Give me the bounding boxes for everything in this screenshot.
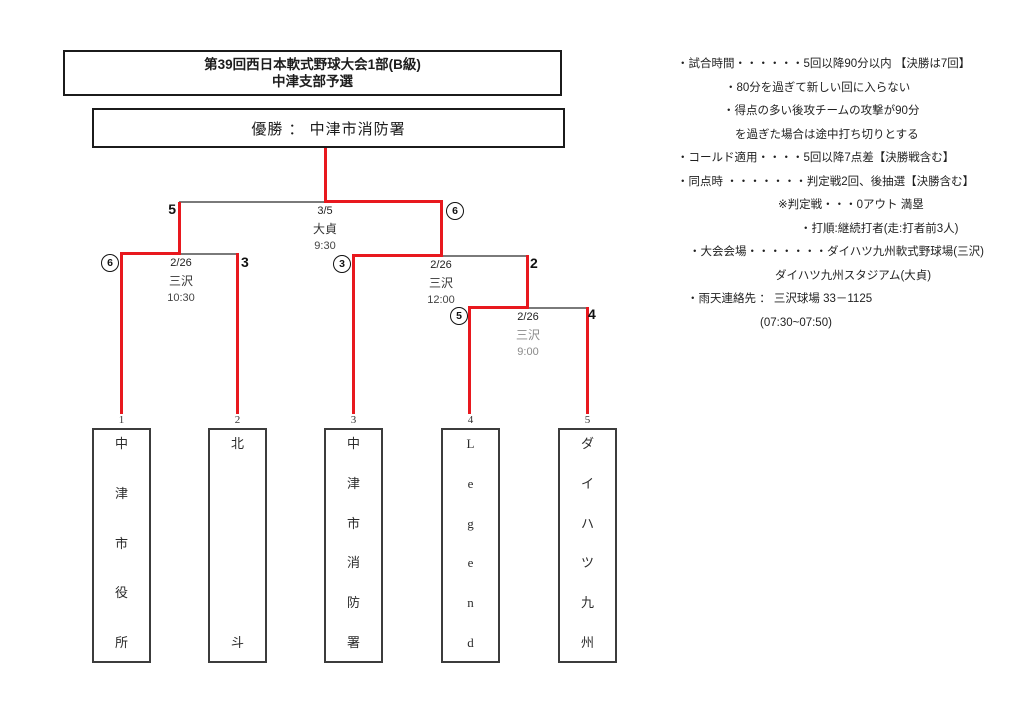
team2-line (236, 253, 239, 414)
note-game-time: ・試合時間・・・・・・5回以降90分以内 【決勝は7回】 (677, 58, 971, 70)
team-name-char: g (467, 515, 474, 531)
semifinal-left-horizontal-winner (120, 252, 181, 255)
team-5-name-box: ダイハツ九州 (558, 428, 617, 663)
team-name-char: 中 (114, 436, 128, 451)
team-name-char: 役 (114, 585, 128, 601)
team5-line (586, 307, 589, 414)
champion-text: 優勝 ： 中津市消防署 (251, 120, 406, 138)
final-right-drop-line (440, 202, 443, 257)
final-venue: 大貞 (312, 222, 337, 236)
team-name-char: 市 (346, 515, 360, 531)
tournament-title-line2: 中津支部予選 (272, 74, 353, 89)
note-venue: ・大会会場・・・・・・・ダイハツ九州軟式野球場(三沢) (689, 246, 984, 258)
round1-horizontal-loser (529, 307, 589, 309)
team-box-5: 5 ダイハツ九州 (558, 414, 617, 663)
semifinal-left-date: 2/26 (170, 257, 192, 269)
team-name-char: イ (580, 475, 594, 491)
rules-notes-panel: ・試合時間・・・・・・5回以降90分以内 【決勝は7回】 ・80分を過ぎて新しい… (677, 53, 1022, 335)
team-2-name-box: 北斗 (208, 428, 267, 663)
note-game-time-sub1: ・80分を過ぎて新しい回に入らない (725, 81, 911, 94)
round1-date: 2/26 (517, 311, 539, 323)
note-game-time-sub2: ・得点の多い後攻チームの攻撃が90分 (723, 105, 920, 117)
final-date: 3/5 (317, 205, 333, 217)
final-match-label: 3/5 大貞 9:30 (280, 206, 370, 252)
semifinal-right-venue: 三沢 (428, 276, 453, 290)
note-tie-rule: ・同点時 ・・・・・・・判定戦2回、後抽選【決勝含む】 (677, 175, 975, 188)
team-name-char: 斗 (230, 635, 244, 650)
round1-time: 9:00 (517, 346, 539, 358)
note-tiebreak-detail: ※判定戦・・・0アウト 満塁 (778, 199, 924, 211)
champion-connector-line (324, 148, 327, 203)
team-3-seed: 3 (350, 414, 357, 426)
team-name-char: 津 (346, 475, 360, 491)
team-name-char: 津 (114, 485, 128, 501)
final-time: 9:30 (314, 240, 336, 252)
semifinal-right-time: 12:00 (427, 294, 455, 306)
semifinal-right-horizontal-winner (352, 254, 443, 257)
team-name-char: 市 (114, 535, 128, 551)
final-horizontal-right-winner (324, 200, 443, 203)
tournament-title-box: 第39回西日本軟式野球大会1部(B級) 中津支部予選 (63, 50, 562, 96)
team-name-char: ツ (580, 555, 594, 571)
note-rain-contact: ・雨天連絡先 ： 三沢球場 33－1125 (687, 293, 873, 305)
round1-horizontal-winner (468, 306, 529, 309)
team-name-char: 州 (580, 634, 594, 650)
team-name-char: 署 (346, 634, 360, 650)
team-name-char: 防 (346, 595, 360, 611)
note-game-time-sub3: を過ぎた場合は途中打ち切りとする (735, 128, 919, 141)
team-name-char: 所 (114, 635, 128, 650)
round1-venue: 三沢 (515, 328, 540, 342)
team-2-seed: 2 (234, 414, 241, 426)
final-right-score-winner: 6 (446, 202, 464, 220)
semifinal-left-right-score: 3 (241, 254, 249, 270)
team-name-char: e (467, 555, 474, 571)
semifinal-right-match-label: 2/26 三沢 12:00 (396, 260, 486, 306)
team-name-char: d (467, 634, 474, 650)
note-called-game: ・コールド適用・・・・5回以降7点差【決勝戦含む】 (677, 152, 955, 164)
team-name-char: L (466, 436, 475, 451)
team-name-char: ハ (580, 515, 594, 531)
team-5-seed: 5 (584, 414, 591, 426)
champion-box: 優勝 ： 中津市消防署 (92, 108, 565, 148)
semifinal-right-left-score-winner: 3 (333, 255, 351, 273)
note-rain-contact-hours: (07:30~07:50) (760, 316, 832, 329)
team-name-char: 消 (346, 555, 360, 571)
note-batting-order: ・打順:継続打者(走:打者前3人) (800, 222, 959, 235)
note-venue-sub: ダイハツ九州スタジアム(大貞) (775, 269, 932, 282)
tournament-title-line1: 第39回西日本軟式野球大会1部(B級) (204, 57, 421, 72)
team-name-char: 北 (230, 436, 244, 451)
final-left-score: 5 (168, 201, 176, 217)
team-box-1: 1 中津市役所 (92, 414, 151, 663)
team-name-char: 中 (346, 436, 360, 451)
team-name-char: ダ (580, 436, 594, 451)
team3-line (352, 255, 355, 414)
team-box-3: 3 中津市消防署 (324, 414, 383, 663)
round1-left-score-winner: 5 (450, 307, 468, 325)
team1-line (120, 253, 123, 414)
team-name-char: e (467, 475, 474, 491)
round1-right-score: 4 (588, 306, 596, 322)
team-1-name-box: 中津市役所 (92, 428, 151, 663)
semifinal-right-date: 2/26 (430, 259, 452, 271)
semifinal-left-left-score-winner: 6 (101, 254, 119, 272)
team-box-2: 2 北斗 (208, 414, 267, 663)
team-name-char: n (467, 595, 474, 611)
semifinal-right-right-score: 2 (530, 255, 538, 271)
round1-winner-riser-line (526, 255, 529, 309)
semifinal-left-match-label: 2/26 三沢 10:30 (136, 258, 226, 304)
team-1-seed: 1 (118, 414, 125, 426)
final-horizontal-left (179, 201, 326, 203)
semifinal-left-venue: 三沢 (168, 274, 193, 288)
final-left-drop-line (178, 202, 181, 254)
team4-line (468, 307, 471, 414)
team-4-seed: 4 (467, 414, 474, 426)
semifinal-right-horizontal-loser (443, 255, 529, 257)
round1-match-label: 2/26 三沢 9:00 (483, 312, 573, 358)
team-name-char: 九 (580, 595, 594, 611)
semifinal-left-time: 10:30 (167, 292, 195, 304)
semifinal-left-horizontal-loser (181, 253, 239, 255)
team-3-name-box: 中津市消防署 (324, 428, 383, 663)
